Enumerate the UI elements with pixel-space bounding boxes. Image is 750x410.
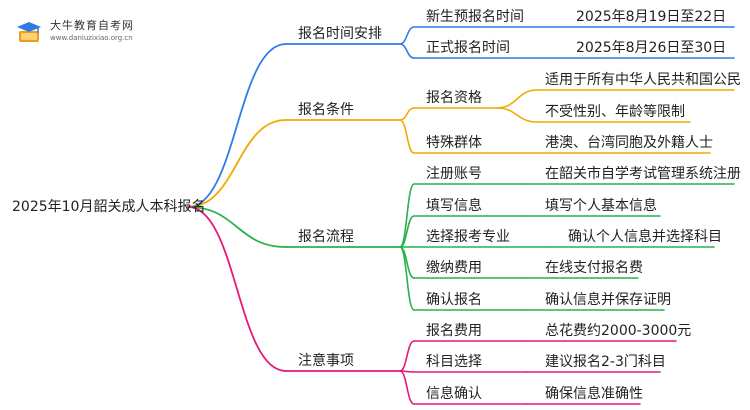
process-value-choose-major: 确认个人信息并选择科目	[568, 229, 722, 245]
connector-conditions	[187, 119, 287, 208]
schedule-item-registration: 正式报名时间	[426, 40, 510, 56]
branch-notes: 注意事项	[298, 353, 354, 369]
connector-schedule	[187, 43, 287, 208]
notes-item-fees: 报名费用	[426, 323, 482, 339]
connector-process	[187, 206, 287, 248]
process-value-confirm: 确认信息并保存证明	[545, 292, 671, 308]
connector-conditions-item-2	[399, 119, 415, 154]
connector-conditions-item-1	[399, 107, 415, 121]
schedule-item-preregistration: 新生预报名时间	[426, 9, 524, 25]
process-item-confirm: 确认报名	[426, 292, 482, 308]
process-value-pay-fee: 在线支付报名费	[545, 260, 643, 276]
connector-notes	[187, 206, 287, 372]
connector-schedule-item-1	[399, 26, 415, 45]
conditions-item-special-groups: 特殊群体	[426, 135, 482, 151]
process-item-choose-major: 选择报考专业	[426, 229, 510, 245]
notes-value-fees: 总花费约2000-3000元	[545, 323, 692, 339]
logo-url: www.daniuzixiao.org.cn	[50, 34, 133, 42]
notes-item-confirm-info: 信息确认	[426, 386, 482, 402]
notes-value-subjects: 建议报名2-3门科目	[545, 354, 666, 370]
branch-schedule: 报名时间安排	[298, 26, 382, 42]
schedule-value-preregistration: 2025年8月19日至22日	[576, 9, 727, 25]
notes-value-confirm-info: 确保信息准确性	[545, 386, 643, 402]
connector-conditions-item-1-value-2	[496, 107, 538, 123]
conditions-value-special-groups: 港澳、台湾同胞及外籍人士	[545, 135, 713, 151]
process-item-register: 注册账号	[426, 166, 482, 182]
graduation-cap-book-icon	[17, 22, 41, 42]
process-item-pay-fee: 缴纳费用	[426, 260, 482, 276]
notes-item-subjects: 科目选择	[426, 354, 482, 370]
connector-notes-item-1	[399, 340, 415, 372]
logo-name: 大牛教育自考网	[50, 19, 134, 32]
connector-conditions-item-1-value-1	[496, 89, 538, 109]
branch-conditions: 报名条件	[298, 102, 354, 118]
connector-process-item-2	[399, 215, 415, 248]
process-item-fill-info: 填写信息	[426, 198, 482, 214]
schedule-value-registration: 2025年8月26日至30日	[576, 40, 727, 56]
conditions-value-eligibility-1: 适用于所有中华人民共和国公民	[545, 72, 741, 88]
connector-notes-item-3	[399, 370, 415, 405]
conditions-value-eligibility-2: 不受性别、年龄等限制	[545, 104, 685, 120]
process-value-fill-info: 填写个人基本信息	[545, 198, 657, 214]
process-value-register: 在韶关市自学考试管理系统注册	[545, 166, 741, 182]
connector-schedule-item-2	[399, 43, 415, 59]
connector-process-item-1	[399, 183, 415, 248]
conditions-item-eligibility: 报名资格	[426, 90, 482, 106]
site-logo: 大牛教育自考网 www.daniuzixiao.org.cn	[16, 17, 186, 49]
branch-process: 报名流程	[298, 229, 354, 245]
root-topic: 2025年10月韶关成人本科报名	[12, 199, 206, 215]
connector-process-item-5	[399, 246, 415, 311]
